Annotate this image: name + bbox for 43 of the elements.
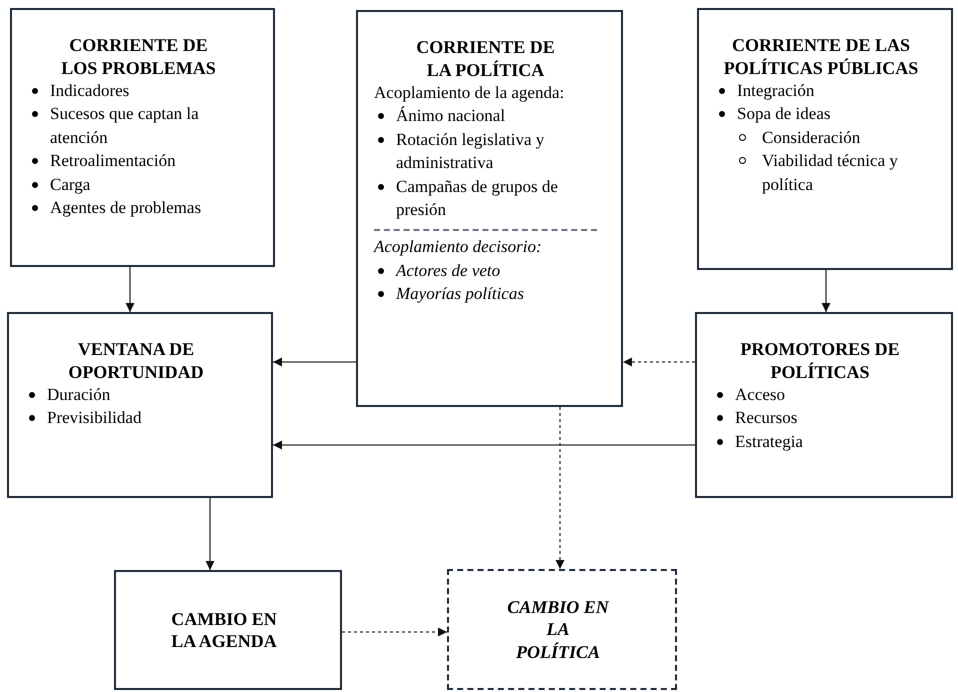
bullet-item: Carga	[50, 174, 90, 196]
bullet-item: Campañas de grupos de presión	[396, 176, 559, 221]
process-box	[356, 10, 623, 407]
bullet-item: Indicadores	[50, 80, 130, 102]
process-box	[447, 569, 677, 690]
bullet-item: Mayorías políticas	[396, 283, 524, 305]
arrow	[273, 440, 695, 450]
paragraph: Acoplamiento de la agenda:	[374, 82, 566, 104]
paragraph: Acoplamiento decisorio:	[374, 229, 597, 259]
heading: CORRIENTE DE LA POLÍTICA	[415, 36, 556, 81]
bullet-item: Duración	[47, 384, 110, 406]
bullet-item: Acceso	[735, 384, 786, 406]
process-box	[7, 312, 273, 498]
bullet-item: Rotación legislativa y administrativa	[396, 128, 546, 174]
heading: VENTANA DE OPORTUNIDAD	[67, 338, 205, 383]
bullet-item: Actores de veto	[396, 260, 500, 282]
arrow	[822, 270, 830, 312]
process-box	[114, 570, 342, 690]
heading: CAMBIO EN LA POLÍTICA	[506, 596, 610, 664]
sub-bullet-item: Viabilidad técnica y política	[762, 150, 899, 196]
bullet-item: Agentes de problemas	[50, 196, 202, 219]
bullet-item: Recursos	[735, 407, 798, 430]
arrow	[126, 267, 134, 312]
arrow	[273, 358, 356, 366]
bullet-item: Integración	[737, 80, 814, 102]
arrow	[206, 498, 214, 570]
bullet-item: Estrategia	[735, 430, 803, 453]
bullet-item: Ánimo nacional	[396, 105, 506, 128]
bullet-item: Sucesos que captan la atención	[50, 103, 200, 149]
arrow	[342, 628, 447, 636]
bullet-item: Sopa de ideas	[737, 103, 830, 126]
heading: CAMBIO EN LA AGENDA	[170, 608, 278, 652]
heading: CORRIENTE DE LOS PROBLEMAS	[60, 34, 217, 79]
process-box	[10, 8, 275, 267]
arrow	[556, 407, 564, 569]
process-box	[697, 8, 953, 270]
arrow	[623, 358, 695, 366]
heading: PROMOTORES DE POLÍTICAS	[739, 338, 901, 383]
sub-bullet-item: Consideración	[762, 126, 860, 149]
process-box	[695, 312, 953, 498]
bullet-item: Retroalimentación	[50, 150, 176, 172]
bullet-item: Previsibilidad	[47, 407, 142, 430]
heading: CORRIENTE DE LAS POLÍTICAS PÚBLICAS	[722, 34, 920, 79]
